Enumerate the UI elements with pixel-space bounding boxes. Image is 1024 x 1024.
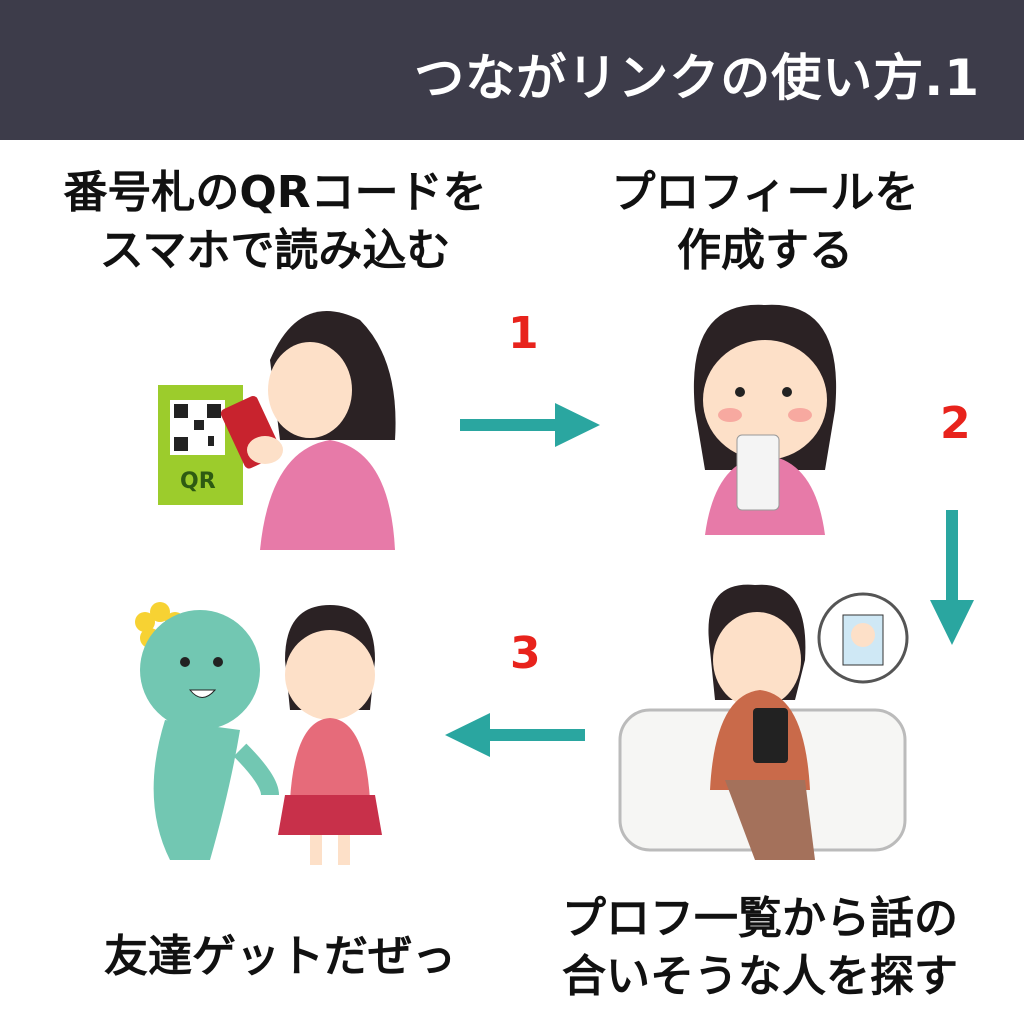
step3-illustration <box>618 584 909 860</box>
step2-illustration <box>693 304 837 535</box>
step3-caption: プロフ一覧から話の 合いそうな人を探す <box>520 890 1000 1006</box>
page-title: つながリンクの使い方.1 <box>414 49 980 107</box>
arrow-down-icon <box>930 510 974 645</box>
step1-illustration: QR <box>158 311 396 550</box>
step3-caption-line1: プロフ一覧から話の <box>562 893 958 944</box>
step4-caption-line1: 友達ゲットだぜっ <box>104 931 456 982</box>
step4-caption: 友達ゲットだぜっ <box>80 928 480 986</box>
step2-caption-line2: 作成する <box>677 225 853 276</box>
step2-caption-line1: プロフィールを <box>611 167 919 218</box>
arrow-number-2: 2 <box>940 398 971 449</box>
step1-caption-line1: 番号札のQRコードを <box>63 167 487 218</box>
arrow-number-1: 1 <box>508 308 539 359</box>
step1-caption-line2: スマホで読み込む <box>99 225 451 276</box>
arrow-right-icon <box>460 403 600 447</box>
step3-caption-line2: 合いそうな人を探す <box>562 951 958 1002</box>
step1-caption: 番号札のQRコードを スマホで読み込む <box>40 164 510 280</box>
header-bar: つながリンクの使い方.1 <box>0 0 1024 140</box>
step4-illustration <box>135 602 382 865</box>
arrow-left-icon <box>445 713 585 757</box>
qr-label: QR <box>180 469 216 494</box>
arrow-number-3: 3 <box>510 628 541 679</box>
step2-caption: プロフィールを 作成する <box>560 164 970 280</box>
